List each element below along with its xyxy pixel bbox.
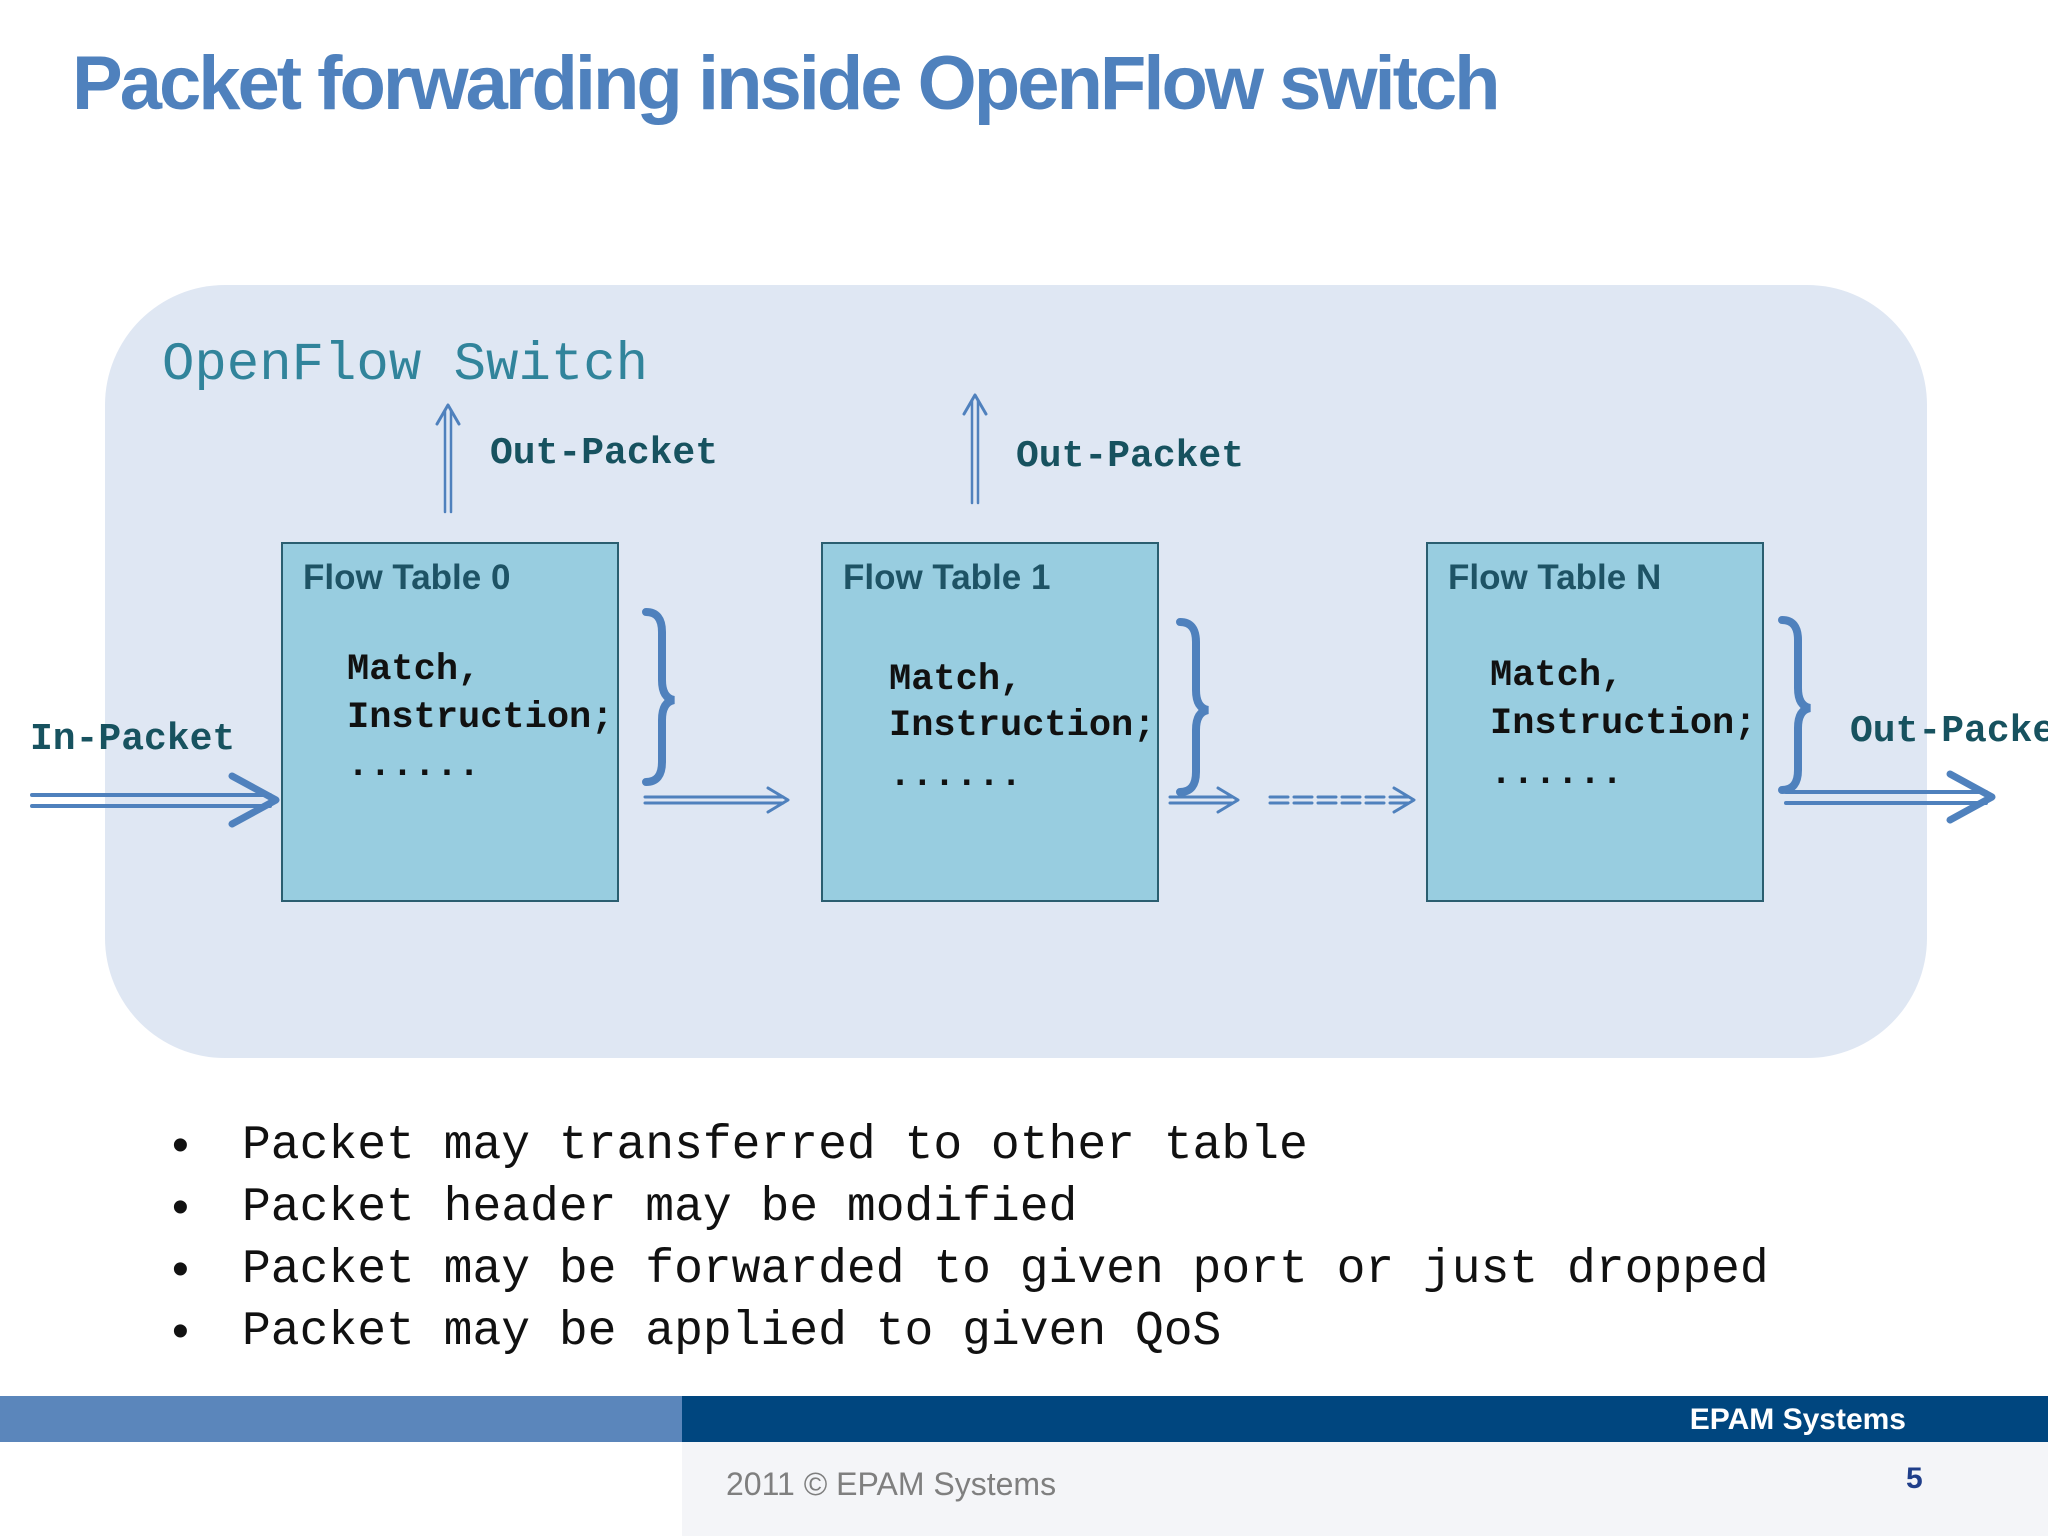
copyright-text: 2011 © EPAM Systems [726,1466,1057,1502]
arrow-table1-to-dots [1168,786,1240,814]
bullet-text: Packet may be forwarded to given port or… [242,1243,1769,1297]
bullet-text: Packet header may be modified [242,1181,1078,1235]
list-item: • Packet may transferred to other table [172,1115,1769,1177]
arrow-dashed-to-tableN [1268,786,1416,814]
out-packet-label-final: Out-Packe [1850,710,2048,753]
bullet-text: Packet may be applied to given QoS [242,1305,1222,1359]
close-brace-1 [1176,618,1210,796]
entry-ellipsis: ...... [347,745,481,787]
entry-instruction: Instruction; [889,705,1156,747]
list-item: • Packet header may be modified [172,1177,1769,1239]
entry-ellipsis: ...... [889,755,1023,797]
footer-brand: EPAM Systems [1689,1403,1906,1436]
bullet-list: • Packet may transferred to other table •… [172,1115,1769,1363]
list-item: • Packet may be forwarded to given port o… [172,1239,1769,1301]
bullet-dot: • [172,1119,189,1172]
entry-instruction: Instruction; [347,697,614,739]
flow-table-n: Flow Table N Match, Instruction; ...... [1426,542,1764,902]
out-packet-label-1: Out-Packet [1016,435,1245,478]
bullet-text: Packet may transferred to other table [242,1119,1308,1173]
in-packet-arrow [30,772,280,828]
bullet-dot: • [172,1181,189,1234]
footer-bottom-left [0,1442,682,1536]
bullet-dot: • [172,1243,189,1296]
close-brace-0 [642,608,676,786]
out-packet-label-0: Out-Packet [490,432,719,475]
arrow-table0-to-table1 [643,786,790,814]
in-packet-label: In-Packet [30,718,236,761]
entry-ellipsis: ...... [1490,753,1624,795]
flow-table-title: Flow Table 0 [303,558,511,597]
flow-table-1: Flow Table 1 Match, Instruction; ...... [821,542,1159,902]
footer-bar-light [0,1396,682,1442]
slide-title: Packet forwarding inside OpenFlow switch [72,41,1501,126]
entry-instruction: Instruction; [1490,703,1757,745]
close-brace-n [1778,616,1812,794]
footer-bottom-right [682,1442,2048,1536]
flow-table-title: Flow Table 1 [843,558,1051,597]
footer-bar-dark [682,1396,2048,1442]
page-number: 5 [1906,1462,1923,1495]
out-packet-arrow-final [1784,770,1996,824]
switch-label: OpenFlow Switch [162,335,649,396]
entry-match: Match, [889,659,1023,701]
entry-match: Match, [347,649,481,691]
flow-table-0: Flow Table 0 Match, Instruction; ...... [281,542,619,902]
out-packet-arrow-up-0 [435,403,461,514]
flow-table-title: Flow Table N [1448,558,1662,597]
out-packet-arrow-up-1 [962,393,988,505]
list-item: • Packet may be applied to given QoS [172,1301,1769,1363]
entry-match: Match, [1490,655,1624,697]
bullet-dot: • [172,1305,189,1358]
